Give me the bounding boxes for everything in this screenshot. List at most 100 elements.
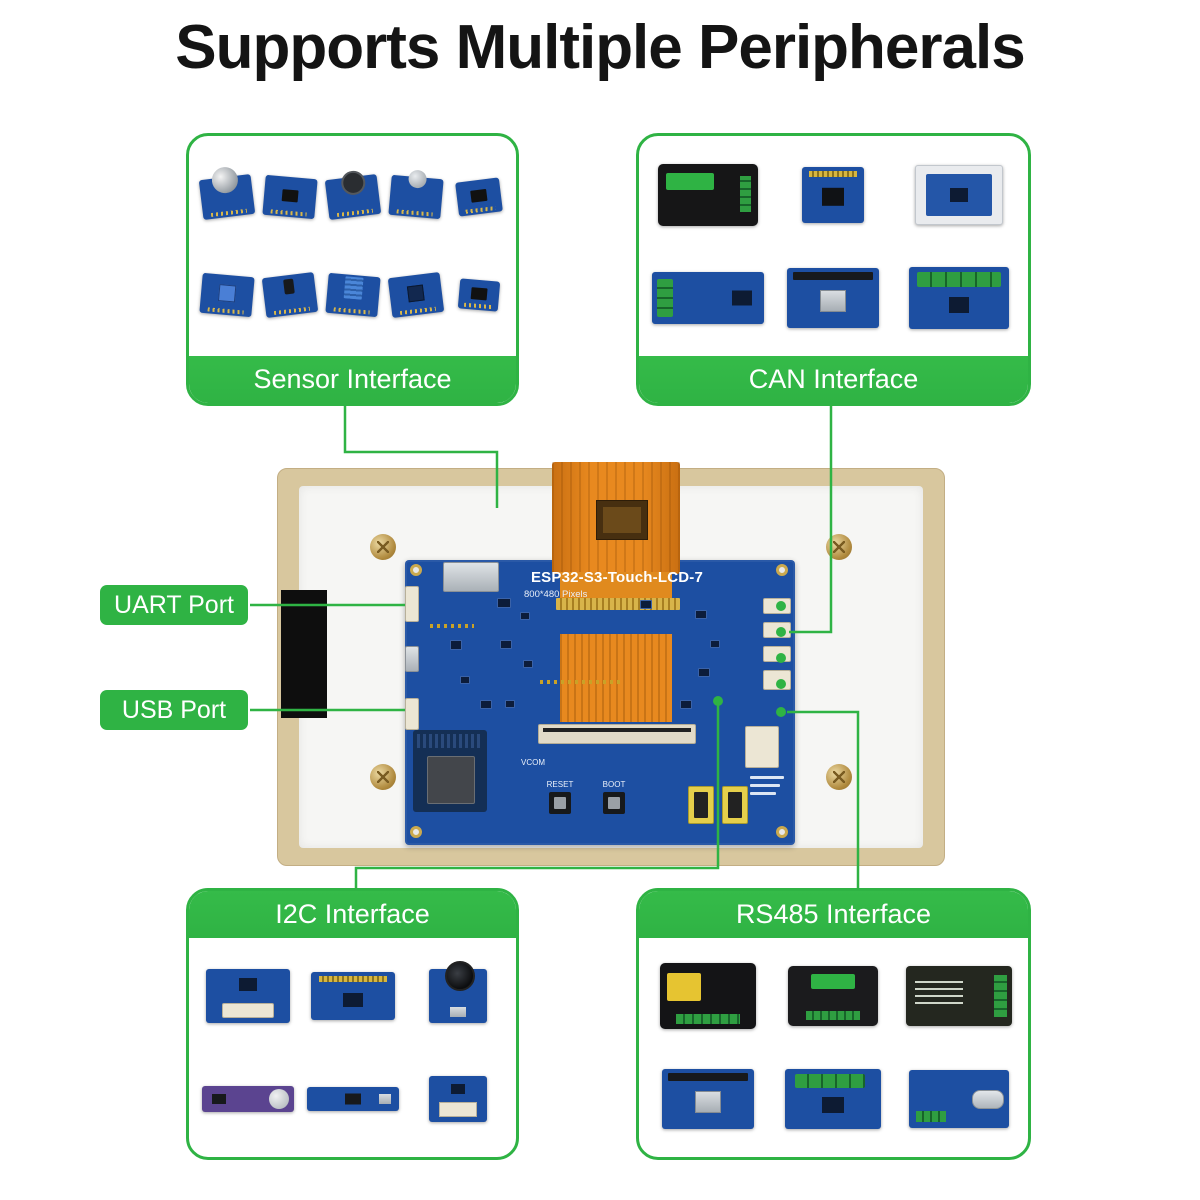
usb-connector [405, 698, 419, 730]
terminal-hat-board-image [785, 1068, 882, 1129]
ic-chip [695, 610, 707, 619]
rs485-interface-panel: RS485 Interface [636, 888, 1031, 1160]
battery-stick-board-image [201, 1085, 294, 1112]
flex-cable-neck [560, 572, 672, 600]
usb-port-label: USB Port [100, 690, 248, 730]
screw-post-icon [826, 764, 852, 790]
rs485-connector [763, 670, 791, 690]
reset-label: RESET [546, 780, 574, 789]
page-title: Supports Multiple Peripherals [175, 13, 1025, 82]
uart-port-text: UART Port [114, 590, 234, 619]
can-modules-grid [639, 136, 1028, 356]
screw-post-icon [370, 534, 396, 560]
industrial-converter-black-image [788, 966, 879, 1027]
ic-chip [460, 676, 470, 684]
small-chip-module-image [454, 177, 503, 217]
db9-dev-board-image [909, 1069, 1010, 1128]
header-i2c-board-image [310, 972, 395, 1021]
rs485-connector [763, 646, 791, 662]
sensor-interface-label: Sensor Interface [253, 364, 452, 394]
light-sensor-module-image [387, 271, 444, 319]
esp32-antenna [417, 734, 483, 748]
mini-sensor-module-image [457, 278, 500, 312]
mounting-hole-icon [776, 826, 788, 838]
silkscreen-text-line [750, 784, 780, 787]
uart-connector [405, 586, 419, 622]
silkscreen-text-line [750, 776, 784, 779]
camera-i2c-board-image [428, 961, 487, 1024]
i2c-modules-grid [189, 938, 516, 1157]
ic-chip [698, 668, 710, 677]
power-connector [745, 726, 779, 768]
sensor-interface-panel: Sensor Interface [186, 133, 519, 406]
gpio-hat-board-image [661, 1068, 754, 1129]
esp32-shield [427, 756, 475, 804]
uart-port-label: UART Port [100, 585, 248, 625]
pin-pad-row [540, 680, 620, 684]
ic-chip [450, 640, 462, 650]
flex-cable-chip [596, 500, 648, 540]
ic-chip [480, 700, 492, 709]
terminal-block [688, 786, 714, 824]
pin-pad-row [430, 624, 474, 628]
i2c-interface-panel: I2C Interface [186, 888, 519, 1160]
ic-chip [640, 600, 652, 609]
rotary-sensor-module-image [387, 174, 444, 220]
i2c-interface-label: I2C Interface [275, 899, 430, 929]
connector-i2c-board-image [428, 1075, 487, 1122]
i2c-interface-banner: I2C Interface [189, 891, 516, 938]
chip-sensor-module-image [261, 174, 318, 220]
usb-c-connector [405, 646, 419, 672]
can-connector [763, 622, 791, 638]
rs485-interface-banner: RS485 Interface [639, 891, 1028, 938]
gpio-hat-board-image [787, 267, 880, 328]
sensor-interface-banner: Sensor Interface [189, 356, 516, 403]
rs485-interface-label: RS485 Interface [735, 899, 932, 929]
terminal-block [722, 786, 748, 824]
fpc-i2c-board-image [205, 969, 290, 1024]
framed-can-module-image [915, 164, 1004, 225]
silkscreen-text-line [750, 792, 776, 795]
can-interface-banner: CAN Interface [639, 356, 1028, 403]
fpc-connector [538, 724, 696, 744]
ic-chip [500, 640, 512, 649]
can-interface-panel: CAN Interface [636, 133, 1031, 406]
relay-terminal-board-image [909, 266, 1010, 329]
boot-button-image [603, 792, 625, 814]
pin-header-module-image [802, 166, 865, 223]
gas-sensor-module-image [198, 173, 255, 221]
industrial-converter-wide-image [906, 966, 1013, 1027]
ic-chip [520, 612, 530, 620]
ic-chip [680, 700, 692, 709]
rs485-modules-grid [639, 938, 1028, 1157]
board-name-text: ESP32-S3-Touch-LCD-7 [530, 569, 704, 586]
pot-sensor-module-image [198, 272, 255, 318]
can-interface-label: CAN Interface [748, 364, 919, 394]
ic-chip [505, 700, 515, 708]
board-resolution-text: 800*480 Pixels [524, 589, 588, 600]
vcom-label: VCOM [521, 758, 545, 767]
sensor-modules-grid [189, 136, 516, 356]
lcd-cable-slot [281, 590, 327, 718]
touch-ribbon-cable [560, 634, 672, 722]
mounting-hole-icon [776, 564, 788, 576]
industrial-converter-yellow-image [659, 963, 756, 1030]
ic-chip [497, 598, 511, 608]
boot-label: BOOT [602, 780, 626, 789]
screw-post-icon [826, 534, 852, 560]
temp-sensor-module-image [261, 271, 318, 319]
mic-sensor-module-image [324, 173, 381, 221]
ic-chip [523, 660, 533, 668]
sensor-stick-board-image [306, 1086, 399, 1111]
mounting-hole-icon [410, 826, 422, 838]
can-connector [763, 598, 791, 614]
screw-post-icon [370, 764, 396, 790]
black-can-converter-image [657, 163, 758, 226]
usb-port-text: USB Port [121, 695, 227, 724]
reset-button-image [549, 792, 571, 814]
dht11-sensor-module-image [324, 272, 381, 318]
sd-card-slot [443, 562, 499, 592]
long-terminal-board-image [651, 271, 764, 324]
mounting-hole-icon [410, 564, 422, 576]
